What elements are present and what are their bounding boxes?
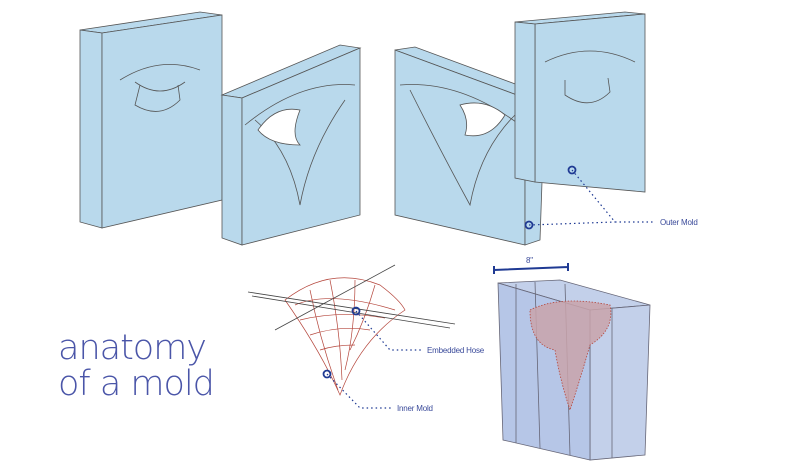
outer-mold-half-right [514,11,646,193]
outer-mold-half-left [79,11,223,229]
embedded-hose [247,264,456,331]
outer-mold-label: Outer Mold [660,218,698,227]
outer-mold-marker [567,165,577,175]
callouts [322,165,655,409]
dimension-line [493,263,569,274]
inner-mold-label: Inner Mold [397,404,433,413]
embedded-hose-label: Embedded Hose [427,346,484,355]
diagram-title: anatomy of a mold [58,328,215,404]
hose-marker [351,306,361,316]
outer-mold-marker [524,220,534,230]
inner-mold-wireframe [284,277,406,396]
inner-mold-marker [322,369,332,379]
dimension-label: 8" [526,256,533,265]
assembled-mold [497,279,651,461]
outer-mold-half-center-left [220,44,362,246]
title-line-2: of a mold [58,364,215,404]
title-line-1: anatomy [58,328,207,368]
